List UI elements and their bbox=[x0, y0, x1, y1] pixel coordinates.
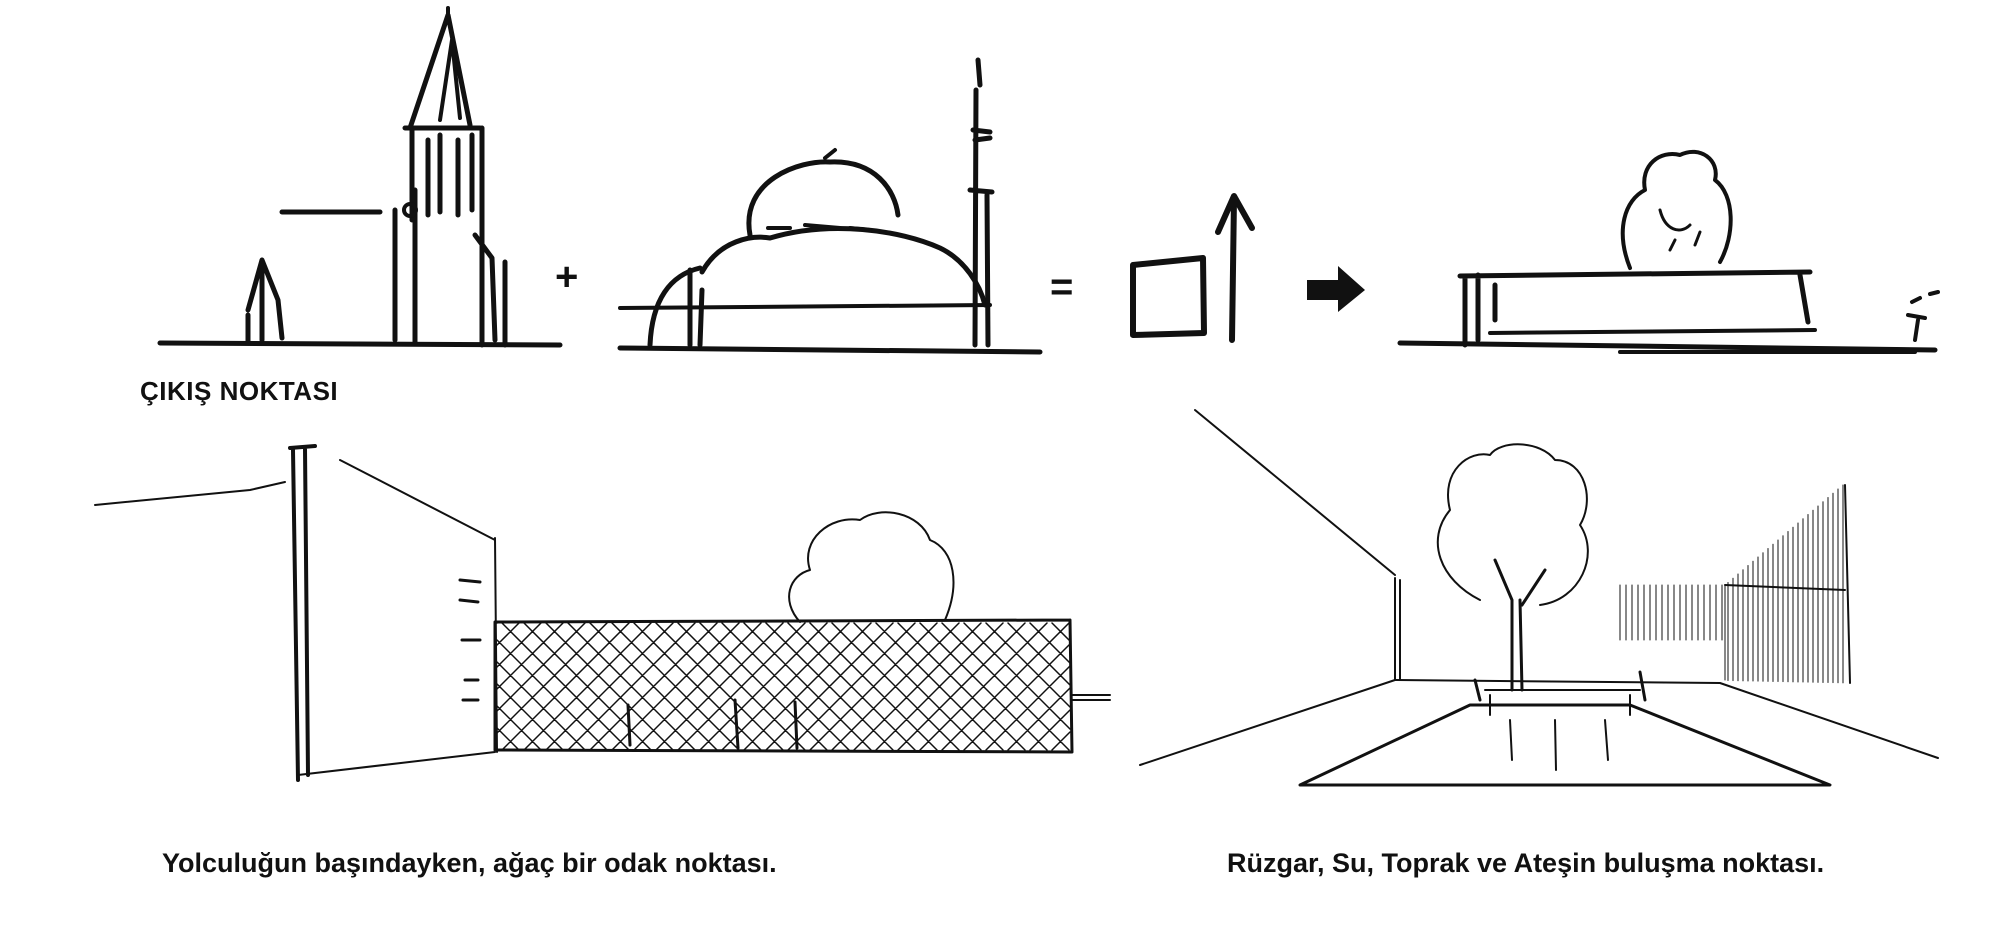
caption-left: Yolculuğun başındayken, ağaç bir odak no… bbox=[162, 848, 777, 878]
plus-sign: + bbox=[555, 255, 578, 299]
result-sketch bbox=[1397, 149, 1940, 354]
church-sketch bbox=[157, 6, 563, 348]
mosque-sketch bbox=[617, 57, 1043, 355]
caption-right: Rüzgar, Su, Toprak ve Ateşin buluşma nok… bbox=[1227, 848, 1825, 878]
left-perspective-sketch bbox=[94, 444, 1111, 782]
equals-sign: = bbox=[1050, 265, 1073, 309]
right-arrow-icon bbox=[1307, 266, 1365, 312]
right-perspective-sketch bbox=[1139, 409, 1939, 787]
start-point-label: ÇIKIŞ NOKTASI bbox=[140, 376, 339, 406]
square-and-up-arrow bbox=[1130, 193, 1255, 343]
wall-hatching bbox=[496, 622, 1071, 751]
